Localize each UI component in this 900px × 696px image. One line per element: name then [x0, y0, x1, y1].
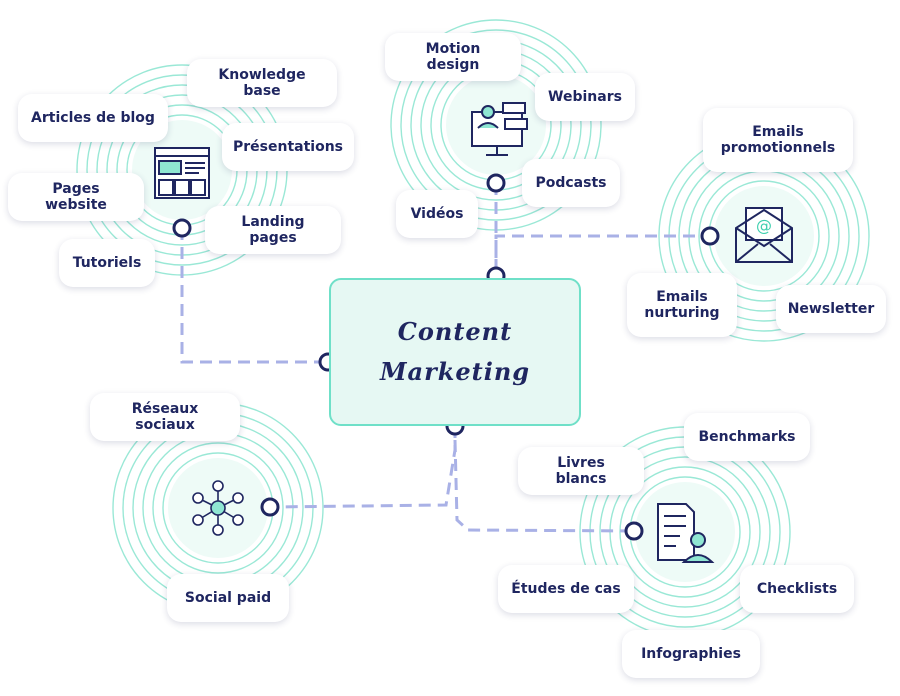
tag-checklists: Checklists [740, 565, 854, 613]
svg-text:@: @ [756, 216, 772, 235]
tag-benchmarks: Benchmarks [684, 413, 810, 461]
social-network-icon [192, 480, 244, 536]
tag-pages-website: Pages website [8, 173, 144, 221]
tag-motion-design: Motion design [385, 33, 521, 81]
tag-infographies: Infographies [622, 630, 760, 678]
tag-podcasts: Podcasts [522, 159, 620, 207]
document-user-icon [657, 503, 715, 563]
tag-landing-pages: Landing pages [205, 206, 341, 254]
video-monitor-icon [471, 102, 528, 156]
tag-videos: Vidéos [396, 190, 478, 238]
tag-articles-de-blog: Articles de blog [18, 94, 168, 142]
tag-webinars: Webinars [535, 73, 635, 121]
tag-livres-blancs: Livres blancs [518, 447, 644, 495]
tag-social-paid: Social paid [167, 574, 289, 622]
tag-etudes-de-cas: Études de cas [498, 565, 634, 613]
email-envelope-icon: @ [735, 207, 793, 263]
tag-emails-nurturing: Emails nurturing [627, 273, 737, 337]
central-topic: Content Marketing [329, 278, 581, 426]
central-title-line2: Marketing [379, 357, 531, 386]
webpage-layout-icon [154, 147, 210, 199]
tag-newsletter: Newsletter [776, 285, 886, 333]
connector-nodes [172, 173, 720, 541]
tag-presentations: Présentations [222, 123, 354, 171]
tag-emails-promotionnels: Emails promotionnels [703, 108, 853, 172]
tag-tutoriels: Tutoriels [59, 239, 155, 287]
central-title-line1: Content [397, 317, 513, 346]
tag-reseaux-sociaux: Réseaux sociaux [90, 393, 240, 441]
tag-knowledge-base: Knowledge base [187, 59, 337, 107]
connectors [180, 183, 710, 533]
